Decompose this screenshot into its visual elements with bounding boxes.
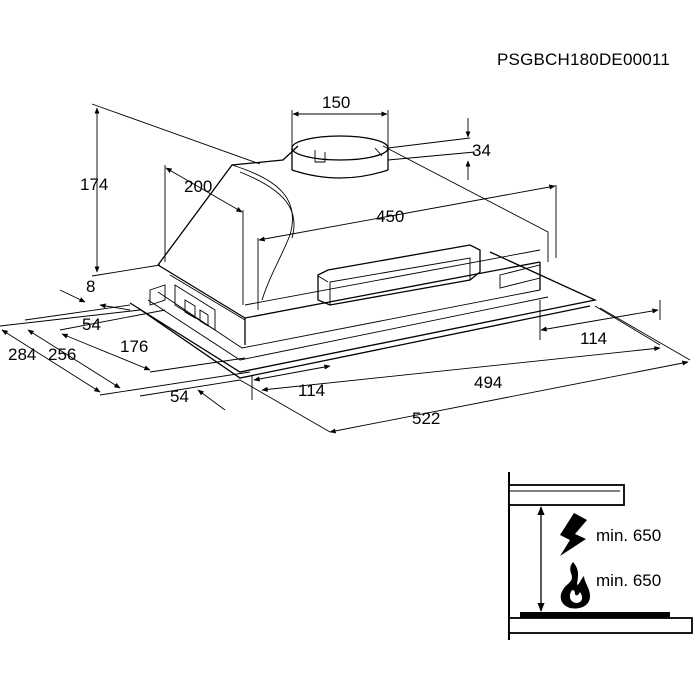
dim-150: 150: [322, 93, 350, 112]
dim-8: 8: [86, 277, 95, 296]
dim-200: 200: [184, 177, 212, 196]
clearance-electric: min. 650: [596, 526, 661, 545]
dim-54-top: 54: [82, 315, 101, 334]
dim-256: 256: [48, 345, 76, 364]
dim-114-right: 114: [580, 329, 607, 348]
dim-450: 450: [376, 207, 404, 226]
dimension-lines: [0, 103, 691, 434]
clearance-gas: min. 650: [596, 571, 661, 590]
dim-284: 284: [8, 345, 36, 364]
worktop-shape: [508, 617, 693, 634]
dimension-labels: 150 34 174 200 450 8 54 284 256 176 54 1…: [8, 93, 607, 428]
dim-176: 176: [120, 337, 148, 356]
hood-body: [129, 135, 598, 379]
document-code: PSGBCH180DE00011: [497, 50, 670, 69]
lightning-icon: [560, 513, 587, 556]
dim-494: 494: [474, 373, 502, 392]
dim-34: 34: [472, 141, 491, 160]
flame-icon: [560, 562, 590, 609]
hob-shape: [520, 612, 670, 618]
dim-174: 174: [80, 175, 108, 194]
dim-522: 522: [412, 409, 440, 428]
dim-114-bottom: 114: [298, 381, 325, 400]
dim-54-bottom: 54: [170, 387, 189, 406]
hood-shape: [508, 484, 625, 506]
clearance-inset: min. 650 min. 650: [508, 472, 693, 640]
